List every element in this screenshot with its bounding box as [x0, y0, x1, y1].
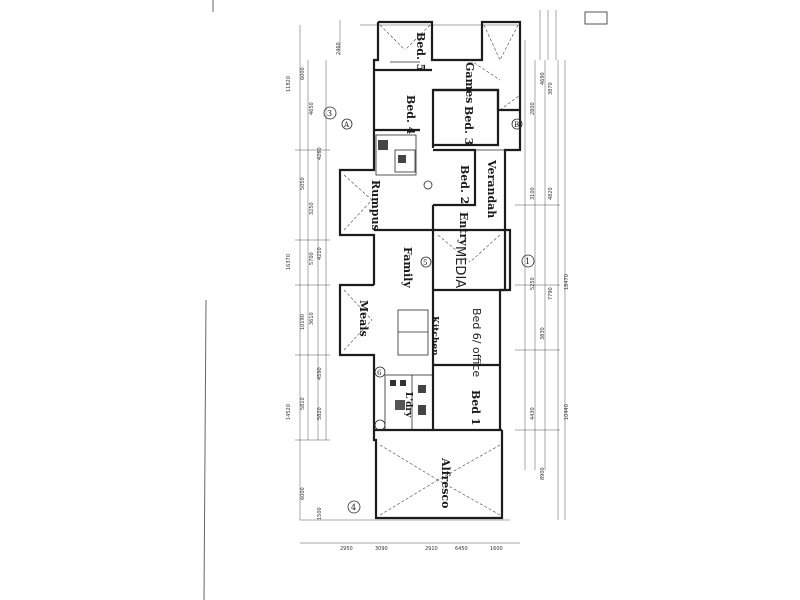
dim-label: 16370: [286, 254, 292, 270]
dim-label: 5050: [300, 177, 306, 190]
grid-marker-b: B: [514, 121, 519, 129]
dim-label: 3610: [309, 312, 315, 325]
dim-label: 3090: [375, 546, 388, 552]
dimension-labels: 11820 16370 14520 6000 5050 10190 5810 4…: [286, 42, 570, 552]
room-label-meals: Meals: [357, 300, 370, 337]
dim-label: 5700: [309, 252, 315, 265]
dim-label: 1500: [317, 507, 323, 520]
grid-markers: 3 4 5 6 A B 1: [323, 106, 535, 514]
dim-label: 4430: [530, 407, 536, 420]
dim-label: 4650: [309, 102, 315, 115]
sheet-left-border: [203, 299, 207, 600]
interior-walls: [374, 61, 507, 432]
dim-label: 5820: [317, 407, 323, 420]
grid-marker-a: A: [343, 121, 350, 129]
dim-label: 10190: [300, 314, 306, 330]
room-label-games: Games: [463, 62, 476, 103]
room-label-bed-3: Bed. 3: [462, 106, 475, 145]
dim-label: 5250: [530, 277, 536, 290]
dim-label: 8900: [540, 467, 546, 480]
dim-label: 2460: [336, 42, 342, 55]
dim-label: 6000: [300, 487, 306, 500]
dim-label: 11820: [286, 76, 292, 92]
dim-label: 3250: [309, 202, 315, 215]
room-label-bed-1: Bed 1: [469, 390, 482, 425]
dim-label: 4590: [317, 367, 323, 380]
dim-label: 4690: [540, 72, 546, 85]
grid-marker-4: 4: [351, 503, 356, 512]
room-label-bed-2: Bed. 2: [458, 165, 471, 204]
room-label-laundry: L'dry: [403, 392, 413, 418]
room-label-entry: Entry: [457, 212, 470, 246]
room-labels: Bed. 5 Games Bed. 4 Bed. 3 Bed. 2 Verand…: [357, 32, 498, 508]
room-label-verandah: Verandah: [485, 159, 498, 218]
legend-marks: [539, 10, 608, 60]
room-label-bed-6-office: Bed 6/ office: [470, 308, 483, 377]
room-label-rumpus: Rumpus: [369, 180, 382, 231]
grid-marker-6: 6: [377, 369, 382, 377]
dim-label: 3870: [548, 82, 554, 95]
exterior-walls: [338, 20, 522, 520]
dim-label: 2910: [425, 546, 438, 552]
dim-label: 1600: [490, 546, 503, 552]
right-dimension-lines: [515, 40, 566, 520]
grid-marker-1: 1: [525, 257, 530, 266]
room-label-family: Family: [401, 247, 414, 288]
left-dimension-lines: [295, 20, 520, 544]
fixture-details: [374, 140, 433, 431]
roof-hip-lines: [343, 24, 521, 516]
dim-label: 10440: [564, 404, 570, 420]
dim-label: 2800: [530, 102, 536, 115]
room-label-kitchen: Kitchen: [429, 316, 439, 356]
dim-label: 5810: [300, 397, 306, 410]
grid-marker-5: 5: [423, 259, 427, 267]
dim-label: 4260: [317, 147, 323, 160]
room-label-bed-4: Bed. 4: [404, 95, 417, 135]
dim-label: 3100: [530, 187, 536, 200]
dim-label: 14520: [286, 404, 292, 420]
dim-label: 3830: [540, 327, 546, 340]
room-label-media: MEDIA: [452, 246, 467, 288]
dim-label: 4820: [548, 187, 554, 200]
dim-label: 7790: [548, 287, 554, 300]
dim-label: 6000: [300, 67, 306, 80]
dim-label: 18470: [564, 274, 570, 290]
dim-label: 2950: [340, 546, 353, 552]
room-label-bed-5: Bed. 5: [414, 32, 427, 71]
room-label-alfresco: Alfresco: [439, 457, 452, 508]
dim-label: 6450: [455, 546, 468, 552]
grid-marker-3: 3: [327, 109, 332, 118]
dim-label: 4210: [317, 247, 323, 260]
